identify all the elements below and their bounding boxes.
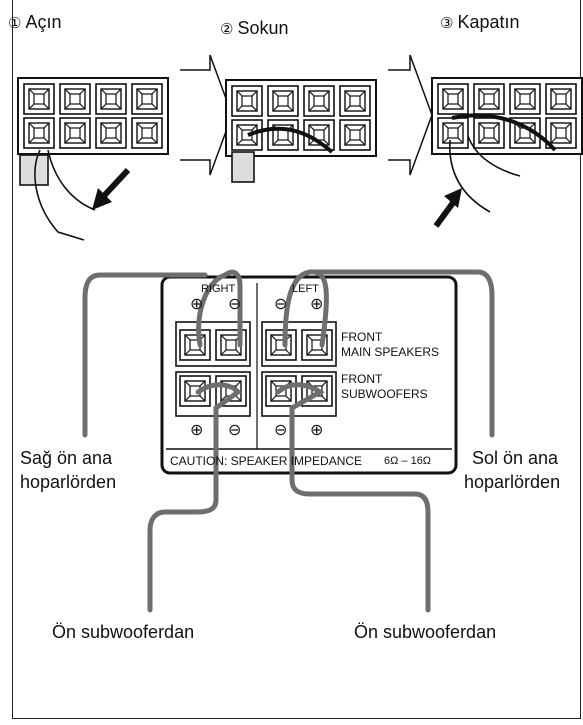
step-3-label: Kapatın — [457, 12, 520, 32]
step-2-terminal-illustration — [226, 80, 376, 183]
speaker-terminal-panel — [160, 275, 458, 475]
callout-right-main-line1: Sağ ön ana — [20, 448, 113, 468]
plus-symbol-sub-left: ⊕ — [310, 422, 324, 439]
step-3-terminal-illustration — [432, 78, 582, 228]
wire-sub-left — [275, 382, 431, 613]
speaker-wires — [82, 269, 495, 613]
step-3-number: ③ — [440, 15, 454, 32]
left-channel-label: LEFT — [292, 283, 319, 295]
minus-symbol-left: ⊖ — [274, 296, 288, 313]
figure-frame — [12, 0, 581, 719]
front-main-label-line2: MAIN SPEAKERS — [341, 345, 440, 359]
minus-symbol-right: ⊖ — [228, 296, 242, 313]
plus-symbol-left: ⊕ — [310, 296, 324, 313]
plus-symbol-right: ⊕ — [190, 296, 204, 313]
step-2-number: ② — [220, 21, 234, 38]
arrow-down-icon — [92, 188, 112, 210]
callout-subwoofer-left: Ön subwooferdan — [354, 622, 497, 642]
step-1-terminal-illustration — [18, 78, 168, 241]
front-subwoofer-terminals — [175, 371, 337, 417]
minus-symbol-sub-left: ⊖ — [274, 422, 288, 439]
minus-symbol-sub-right: ⊖ — [228, 422, 242, 439]
wire-left-main-loop — [282, 269, 329, 348]
wire-right-main — [82, 272, 208, 438]
front-sub-label-line1: FRONT — [341, 372, 383, 386]
callout-left-main-line2: hoparlörden — [464, 472, 561, 492]
step-2-label: Sokun — [237, 18, 289, 38]
arrow-up-icon — [444, 188, 462, 208]
caution-text: CAUTION: SPEAKER IMPEDANCE — [170, 454, 363, 468]
right-channel-label: RIGHT — [201, 283, 236, 295]
front-sub-label-line2: SUBWOOFERS — [341, 387, 428, 401]
chevron-right-icon — [388, 54, 433, 176]
callout-right-main-line2: hoparlörden — [20, 472, 117, 492]
step-1-label: Açın — [25, 12, 62, 32]
impedance-range: 6Ω – 16Ω — [384, 455, 432, 467]
wire-right-main-loop — [196, 269, 243, 348]
callout-left-main-line1: Sol ön ana — [472, 448, 559, 468]
callout-subwoofer-right: Ön subwooferdan — [52, 622, 195, 642]
plus-symbol-sub-right: ⊕ — [190, 422, 204, 439]
front-main-label-line1: FRONT — [341, 330, 383, 344]
wire-sub-right — [147, 382, 242, 613]
chevron-right-icon — [180, 54, 233, 176]
step-1-number: ① — [8, 15, 22, 32]
wire-left-main — [312, 269, 495, 438]
